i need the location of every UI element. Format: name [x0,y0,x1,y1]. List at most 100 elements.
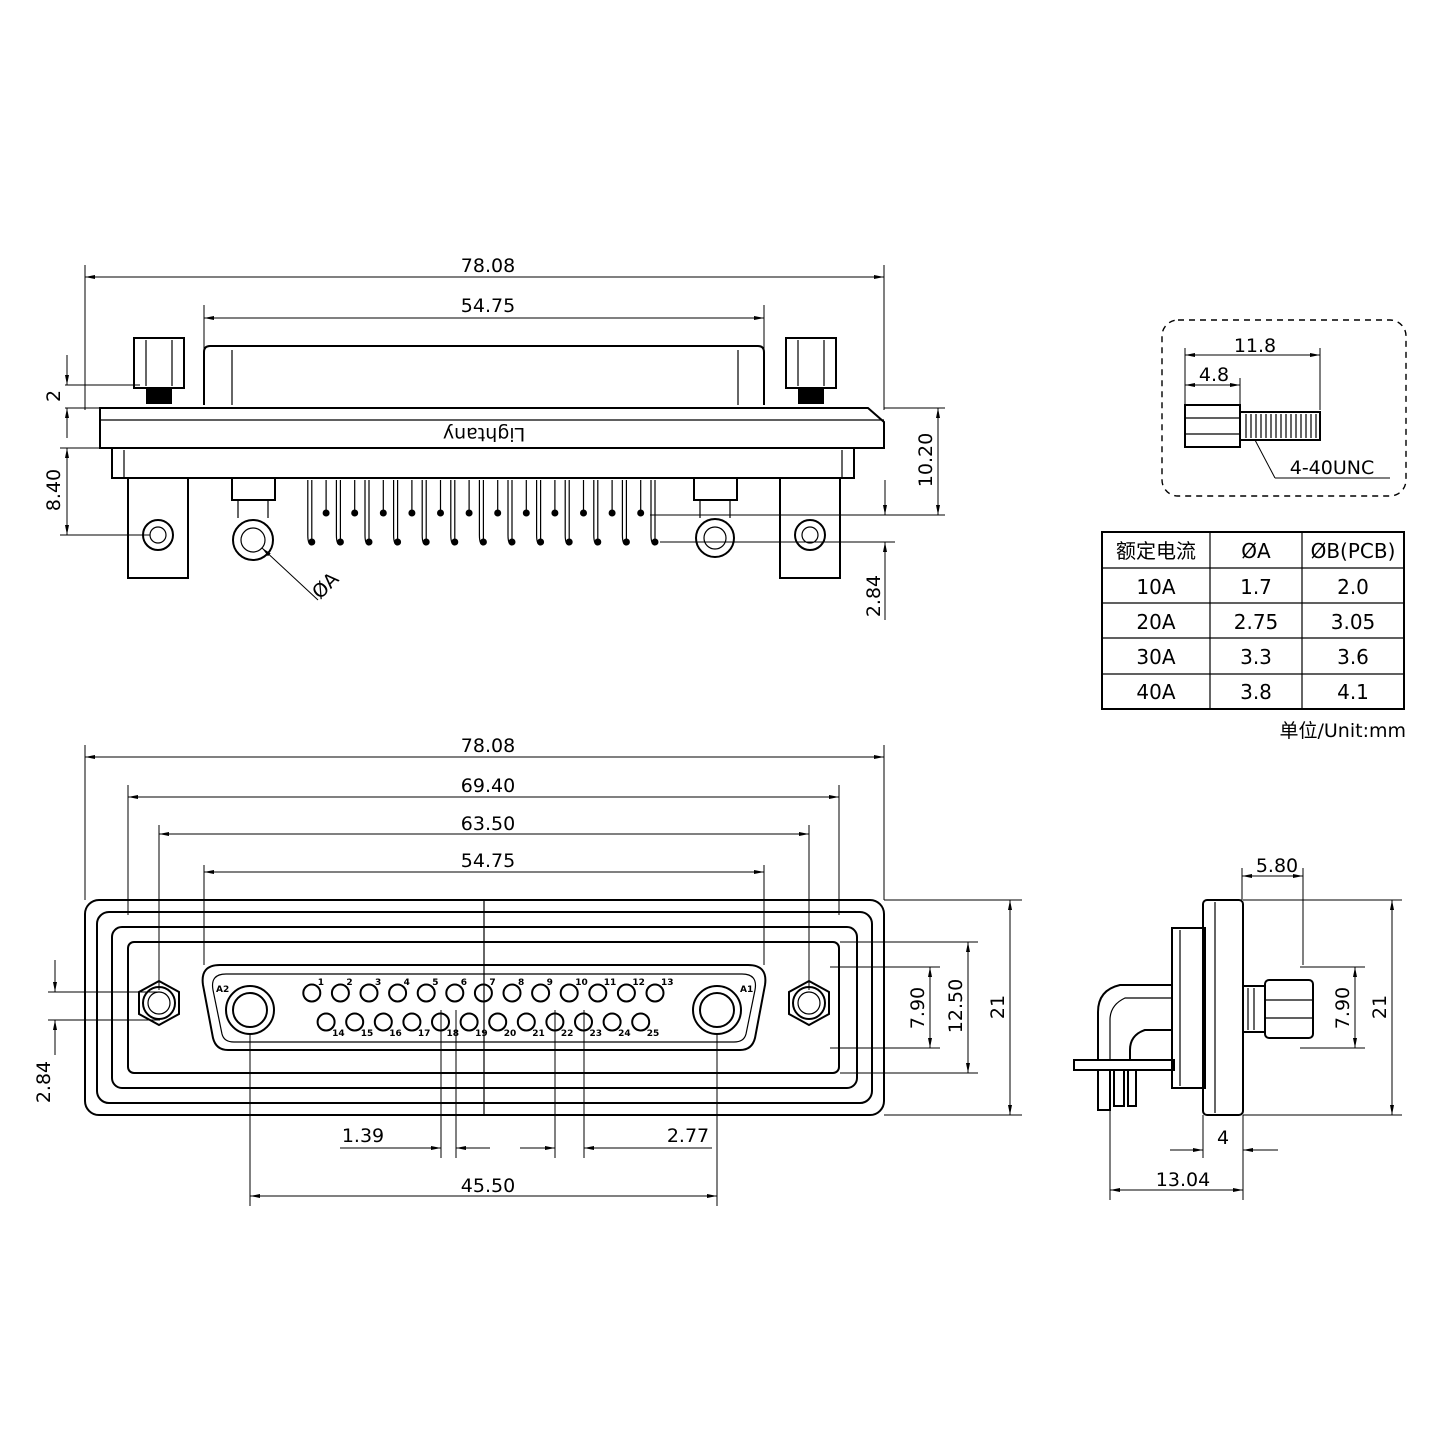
table-cell: 4.1 [1337,680,1369,704]
pin-number: 9 [547,978,553,988]
pin-number: 16 [389,1029,402,1039]
signal-pin [602,1012,622,1032]
side-view: 5.80 7.90 21 4 [1073,855,1402,1200]
signal-pin [488,1012,508,1032]
signal-pin-tip [522,509,530,517]
pin-number: 17 [418,1029,431,1039]
signal-pin-tip [437,509,444,517]
signal-pins-top-view [307,480,659,546]
pin-number: 18 [447,1029,460,1039]
signal-pin [516,1012,536,1032]
dim-overall-width-top: 78.08 [461,255,515,277]
signal-pin [359,983,379,1003]
signal-pin-tip [451,538,459,546]
signal-pin-tip [565,538,573,546]
pin-number: 15 [361,1029,374,1039]
signal-pin [645,983,665,1003]
table-header-current: 额定电流 [1116,539,1196,563]
dim-bracket-height: 8.40 [43,469,65,511]
dim-pin-pitch-large: 2.77 [667,1125,709,1147]
signal-pin-tip [351,509,359,517]
pin-number: 14 [332,1029,345,1039]
signal-pin-tip [508,538,516,546]
power-contact-a1: A1 [692,985,753,1035]
pin-number: 10 [575,978,588,988]
power-contact-left [231,478,276,561]
signal-pins-front: 1312111098765432125242322212019181716151… [302,978,674,1039]
signal-pin [402,1012,422,1032]
dim-hole-spacing: 63.50 [461,813,515,835]
table-cell: 3.8 [1240,680,1272,704]
signal-pin [616,983,636,1003]
signal-pin [416,983,436,1003]
dim-pin-pitch: 1.39 [342,1125,384,1147]
dim-side-row-height: 7.90 [1332,987,1354,1029]
power-label-a1: A1 [740,985,753,995]
front-view: 78.08 69.40 63.50 54.75 [33,735,1022,1206]
pin-number: 19 [475,1029,488,1039]
thread-label: 4-40UNC [1290,457,1375,479]
pin-number: 4 [404,978,410,988]
pin-number: 6 [461,978,467,988]
pin-number: 7 [489,978,495,988]
dim-flange-depth: 5.80 [1256,855,1298,877]
signal-pin-tip [422,538,430,546]
signal-pin [316,1012,336,1032]
signal-pin-tip [651,538,659,546]
signal-pin [631,1012,651,1032]
dim-flange-height: 10.20 [915,433,937,487]
pin-number: 22 [561,1029,574,1039]
signal-pin-tip [322,509,330,517]
signal-pin-tip [465,509,473,517]
table-cell: 2.75 [1234,610,1279,634]
dim-shell-width-top: 54.75 [461,295,515,317]
signal-pin [531,983,551,1003]
signal-pin [459,1012,479,1032]
dim-total-height: 21 [987,995,1009,1019]
signal-pin-tip [408,509,416,517]
dim-pcb-offset: 4 [1217,1127,1229,1149]
signal-pin-tip [308,538,316,546]
signal-pin [559,983,579,1003]
screw-right [785,337,837,404]
dim-shell-height: 12.50 [945,979,967,1033]
dim-left-offset: 2.84 [33,1061,55,1103]
table-cell: 30A [1136,645,1175,669]
signal-pin-tip [479,538,487,546]
screw-detail: 11.8 4.8 4-40UNC [1161,319,1407,497]
dim-overall-width-front: 78.08 [461,735,515,757]
signal-pin-tip [365,538,373,546]
signal-pin [502,983,522,1003]
signal-pin-tip [608,509,616,517]
signal-pin-tip [379,509,387,517]
pin-number: 5 [432,978,438,988]
signal-pin [388,983,408,1003]
table-cell: 3.6 [1337,645,1369,669]
pin-number: 23 [590,1029,603,1039]
pin-number: 1 [318,978,324,988]
signal-pin [330,983,350,1003]
dim-mount-width: 69.40 [461,775,515,797]
signal-pin-tip [580,509,587,517]
pin-number: 13 [661,978,674,988]
dim-power-spacing: 45.50 [461,1175,515,1197]
power-contact-a2: A2 [216,985,275,1035]
table-header-b: ØB(PCB) [1311,539,1396,563]
pin-number: 8 [518,978,524,988]
table-header-a: ØA [1241,539,1271,563]
power-label-a2: A2 [216,985,229,995]
table-cell: 1.7 [1240,575,1272,599]
brand-text: Lightany [443,423,525,445]
pin-number: 11 [604,978,617,988]
signal-pin [445,983,465,1003]
top-view: 78.08 54.75 Lightany [43,255,945,620]
signal-pin-tip [594,538,602,546]
table-cell: 40A [1136,680,1175,704]
signal-pin-tip [637,509,645,517]
screw-left [133,337,185,404]
signal-pin-tip [494,509,502,517]
dim-screw-gap: 2 [43,390,65,402]
table-cell: 3.05 [1331,610,1376,634]
table-cell: 20A [1136,610,1175,634]
